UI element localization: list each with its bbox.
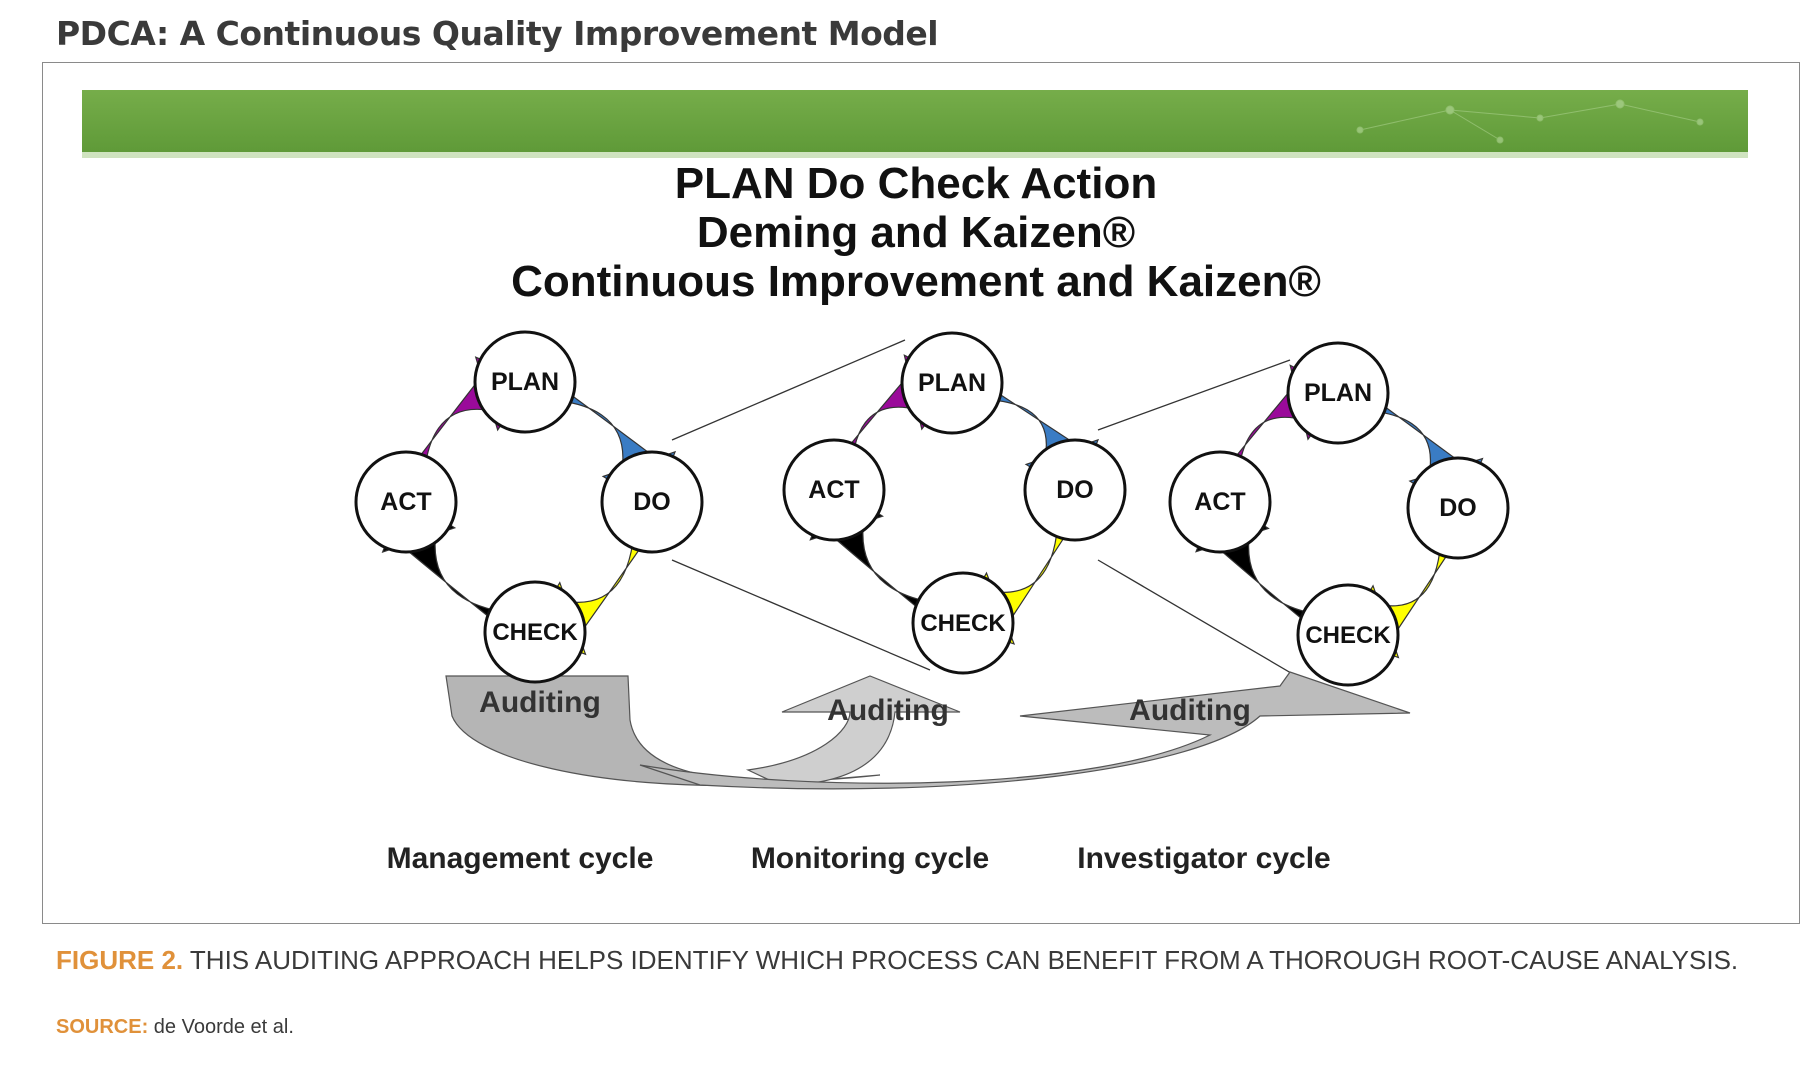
do-circle	[1023, 438, 1127, 542]
diagram-title-line-2: Deming and Kaizen®	[697, 208, 1135, 257]
caption-text: THIS AUDITING APPROACH HELPS IDENTIFY WH…	[189, 945, 1739, 975]
plan-circle	[1286, 341, 1390, 445]
pdca-cycle-2: PLAN DO CHECK ACT	[782, 331, 1127, 675]
plan-circle	[473, 330, 577, 434]
auditing-arrows	[445, 671, 1411, 790]
pdca-cycle-3: PLAN DO CHECK ACT	[1168, 341, 1510, 687]
auditing-arrow-2	[745, 675, 961, 786]
act-label: ACT	[808, 476, 859, 504]
plan-circle	[900, 331, 1004, 435]
auditing-label-3: Auditing	[1129, 694, 1251, 727]
cycle-name-management: Management cycle	[387, 842, 654, 875]
act-circle	[782, 438, 886, 542]
act-label: ACT	[1194, 488, 1245, 516]
plan-label: PLAN	[918, 369, 986, 397]
do-circle	[1406, 456, 1510, 560]
auditing-arrow-3	[639, 671, 1411, 790]
act-circle	[1168, 450, 1272, 554]
check-circle	[1296, 583, 1400, 687]
diagram-title-line-3: Continuous Improvement and Kaizen®	[511, 257, 1321, 306]
connector-lines	[671, 339, 1321, 691]
plan-label: PLAN	[491, 368, 559, 396]
act-label: ACT	[380, 488, 431, 516]
diagram-title: PLAN Do Check Action Deming and Kaizen® …	[511, 159, 1321, 306]
auditing-label-2: Auditing	[827, 694, 949, 727]
check-circle	[911, 571, 1015, 675]
cycle-name-investigator: Investigator cycle	[1077, 842, 1330, 875]
diagram-title-line-1: PLAN Do Check Action	[675, 159, 1157, 208]
auditing-label-1: Auditing	[479, 686, 601, 719]
cycle-name-monitoring: Monitoring cycle	[751, 842, 989, 875]
do-label: DO	[1439, 494, 1477, 522]
pdca-cycles: PLAN DO CHECK ACT PLAN DO CHECK ACT PLAN DO CHECK A…	[354, 330, 1510, 687]
caption-label: FIGURE 2.	[56, 945, 184, 975]
act-circle	[354, 450, 458, 554]
cycle-names: Management cycle Monitoring cycle Invest…	[387, 842, 1331, 875]
source-line: SOURCE: de Voorde et al.	[56, 1016, 294, 1039]
green-banner	[82, 90, 1748, 158]
do-circle	[600, 450, 704, 554]
figure-caption: FIGURE 2. THIS AUDITING APPROACH HELPS I…	[56, 945, 1738, 976]
check-circle	[483, 580, 587, 684]
source-text: de Voorde et al.	[153, 1016, 294, 1038]
auditing-labels: Auditing Auditing Auditing	[479, 686, 1251, 727]
plan-label: PLAN	[1304, 379, 1372, 407]
check-label: CHECK	[492, 619, 578, 646]
pdca-cycle-1: PLAN DO CHECK ACT	[354, 330, 704, 684]
do-label: DO	[633, 488, 671, 516]
source-label: SOURCE:	[56, 1016, 149, 1038]
do-label: DO	[1056, 476, 1094, 504]
page-heading: PDCA: A Continuous Quality Improvement M…	[56, 14, 939, 53]
check-label: CHECK	[1305, 622, 1391, 649]
check-label: CHECK	[920, 610, 1006, 637]
